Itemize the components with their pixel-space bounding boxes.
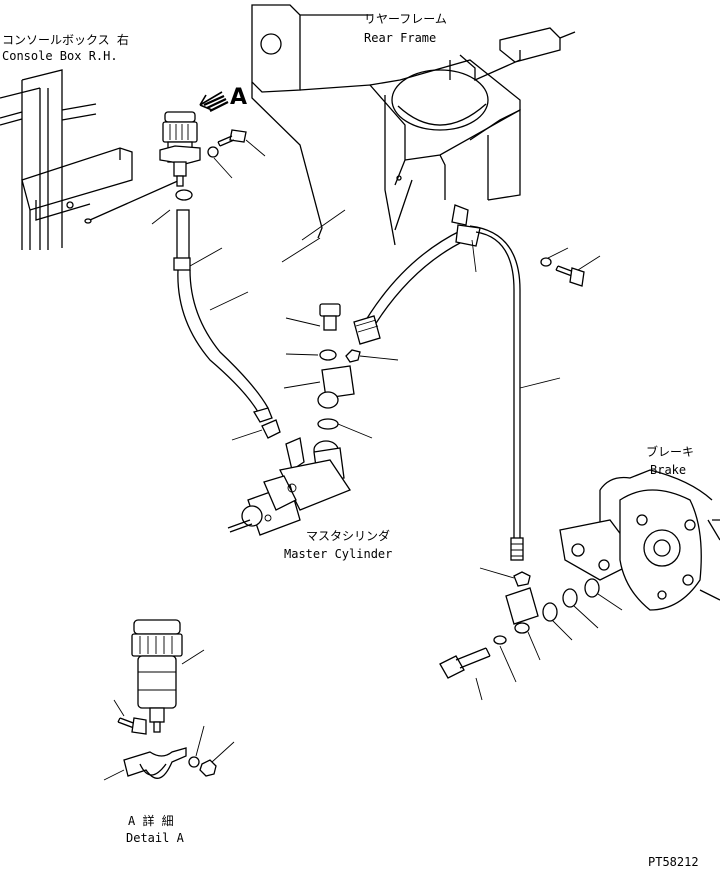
drawing-number: PT58212 [648, 855, 699, 869]
leader-line [337, 423, 373, 439]
brake-pipe [469, 225, 561, 561]
leader-line [479, 567, 515, 579]
master-cylinder-label-jp: マスタシリンダ [306, 528, 390, 543]
leader-line [285, 353, 319, 356]
washer-brake-2 [562, 588, 578, 608]
master-cylinder-label-en: Master Cylinder [284, 547, 392, 561]
detail-a-reservoir [131, 619, 205, 733]
leader-line [359, 355, 399, 361]
rear-frame-label-en: Rear Frame [364, 31, 436, 45]
washer-right [540, 257, 552, 267]
leader-line [551, 619, 573, 641]
banjo-fitting-brake [505, 587, 541, 661]
detail-a-nut [199, 759, 217, 777]
reservoir-hose [173, 209, 273, 423]
leader-line [195, 725, 205, 757]
view-arrow-a [199, 91, 229, 112]
console-box-label-en: Console Box R.H. [2, 49, 118, 63]
brake-hose-flex [353, 229, 467, 345]
leader-line [213, 157, 233, 179]
banjo-bolt-upper [285, 303, 341, 331]
detail-a-clamp [103, 747, 187, 781]
banjo-fitting [283, 365, 355, 409]
washer-brake-1 [542, 602, 558, 622]
washer-upper [319, 349, 337, 361]
brake-label-en: Brake [650, 463, 686, 477]
leader-line [499, 645, 517, 683]
rear-frame [251, 4, 576, 263]
detail-a-label-en: Detail A [126, 831, 185, 845]
washer-brake-bolt [493, 635, 507, 645]
view-marker-label: A [230, 85, 247, 110]
console-box-label-jp: コンソールボックス 右 [2, 32, 129, 47]
master-cylinder [227, 437, 351, 536]
hose-bracket [451, 204, 481, 273]
leader-line [211, 741, 235, 763]
washer-reservoir [207, 146, 219, 158]
hose-clamp-lower [231, 419, 281, 441]
leader-line [547, 247, 569, 259]
leader-line [573, 605, 599, 629]
o-ring-upper [345, 349, 361, 363]
brake-assembly [559, 469, 720, 611]
bolt-reservoir [217, 129, 266, 157]
console-box [0, 69, 181, 250]
washer-lower [317, 418, 339, 430]
reservoir-tank [159, 111, 201, 187]
bolt-right [555, 255, 601, 287]
hose-clamp-upper [151, 189, 193, 225]
washer-brake-3 [584, 578, 600, 598]
leader-line [597, 593, 623, 611]
detail-a-washer [188, 756, 200, 768]
detail-a-bolt [113, 699, 147, 735]
rear-frame-label-jp: リヤーフレーム [364, 12, 447, 26]
brake-label-jp: ブレーキ [646, 444, 694, 459]
banjo-bolt-brake [439, 647, 491, 701]
o-ring-brake [513, 571, 531, 587]
detail-a-label-jp: A 詳 細 [128, 813, 174, 828]
